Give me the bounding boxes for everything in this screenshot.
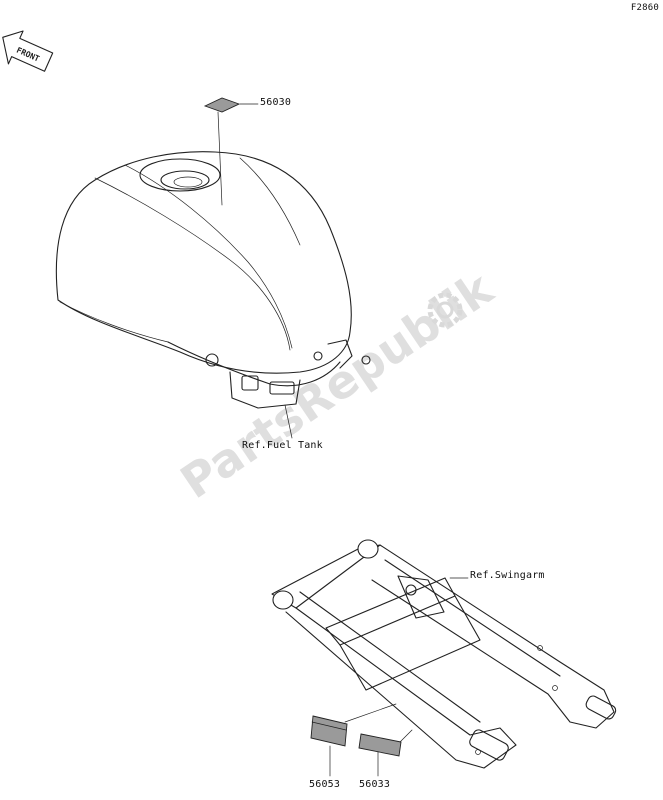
part-number-56033[interactable]: 56033 [359,779,391,790]
ref-fuel-tank-label[interactable]: Ref.Fuel Tank [242,440,323,451]
watermark: PartsRepublik [171,261,503,509]
decal-56030-icon [203,97,259,206]
front-arrow-icon: FRONT [2,30,54,72]
ref-swingarm-label[interactable]: Ref.Swingarm [470,570,545,581]
part-number-56030[interactable]: 56030 [260,97,292,108]
fuel-tank-drawing [55,151,371,439]
decal-56053-icon [310,703,397,777]
watermark-text: PartsRepublik [171,261,503,509]
part-number-56053[interactable]: 56053 [309,779,341,790]
watermark-gear-icon [427,292,463,328]
swingarm-drawing [271,539,617,769]
figure-code: F2860 [630,3,659,13]
decal-56033-icon [358,729,413,777]
